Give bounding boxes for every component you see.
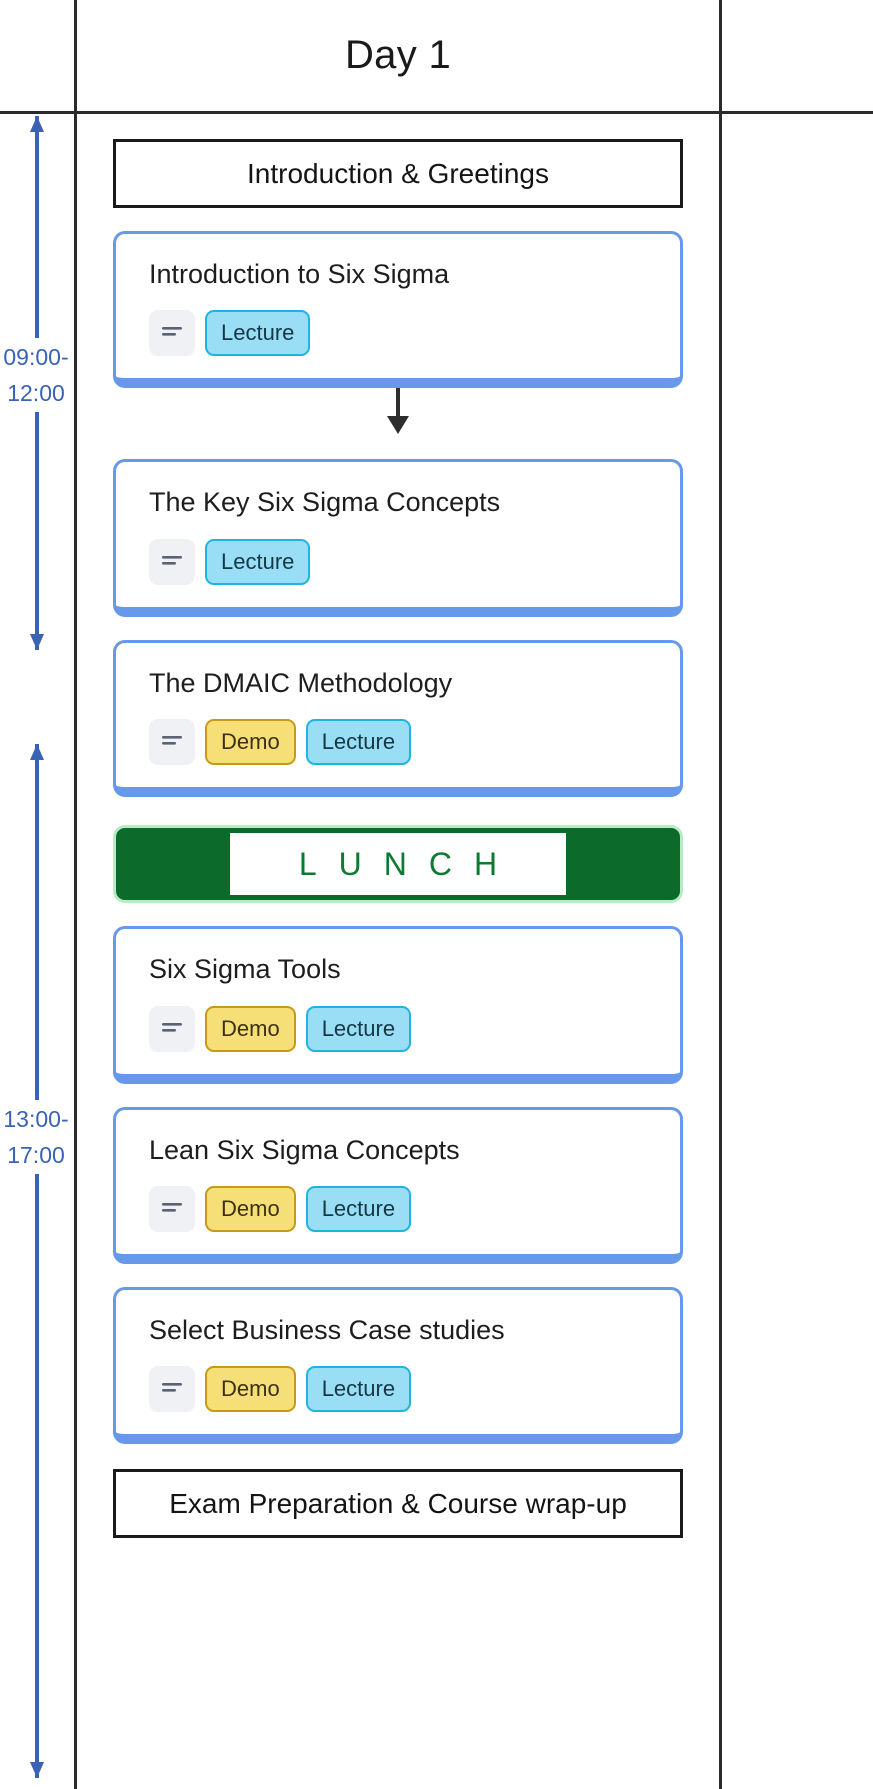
tag-lecture[interactable]: Lecture: [305, 1185, 412, 1232]
session-card-introduction-to-six-sigma[interactable]: Introduction to Six Sigma Lecture: [113, 231, 683, 389]
afternoon-double-arrow: [30, 744, 44, 1778]
tag-lecture[interactable]: Lecture: [205, 538, 311, 585]
session-card-select-business-case-studies[interactable]: Select Business Case studies Demo Lectur…: [113, 1286, 683, 1445]
session-tag-row: Demo Lecture: [149, 719, 647, 766]
session-tag-row: Demo Lecture: [149, 1005, 647, 1052]
bottom-spacer: [77, 1538, 719, 1578]
afternoon-time-label-end: 17:00: [0, 1136, 72, 1174]
session-title: Introduction to Six Sigma: [149, 259, 450, 289]
frame-line-left: [74, 0, 77, 1789]
session-tag-row: Lecture: [149, 538, 647, 585]
time-axis-morning: 09:00- 12:00: [0, 116, 74, 650]
session-title: The Key Six Sigma Concepts: [149, 487, 501, 518]
session-card-the-key-six-sigma-concepts[interactable]: The Key Six Sigma Concepts Lecture: [113, 459, 683, 617]
lunch-inner-box: LUNCH: [230, 833, 566, 896]
tag-demo[interactable]: Demo: [205, 1005, 296, 1052]
tag-demo[interactable]: Demo: [205, 1185, 296, 1232]
arrow-down-icon: [387, 416, 409, 435]
session-tag-row: Demo Lecture: [149, 1366, 647, 1413]
notes-icon: [149, 1366, 195, 1413]
session-title: Six Sigma Tools: [149, 954, 341, 985]
block-introduction-greetings: Introduction & Greetings: [113, 139, 683, 208]
arrow-down-icon: [30, 1762, 44, 1778]
session-title: Select Business Case studies: [149, 1314, 505, 1345]
tag-demo[interactable]: Demo: [205, 1366, 296, 1413]
day-header: Day 1: [77, 0, 719, 111]
session-tag-row: Demo Lecture: [149, 1185, 647, 1232]
arrow-up-icon: [30, 116, 44, 132]
tag-lecture[interactable]: Lecture: [205, 310, 311, 357]
page-title: Day 1: [345, 33, 451, 77]
tag-lecture[interactable]: Lecture: [305, 1005, 412, 1052]
frame-line-right: [719, 0, 722, 1789]
tag-lecture[interactable]: Lecture: [305, 719, 412, 766]
afternoon-axis-line: [35, 744, 39, 1778]
tag-lecture[interactable]: Lecture: [305, 1366, 412, 1413]
session-card-six-sigma-tools[interactable]: Six Sigma Tools Demo Lecture: [113, 926, 683, 1084]
notes-icon: [149, 310, 195, 357]
tag-demo[interactable]: Demo: [205, 719, 296, 766]
session-tag-row: Lecture: [149, 310, 647, 357]
frame-line-header-divider: [0, 111, 873, 114]
session-title: The DMAIC Methodology: [149, 667, 453, 698]
notes-icon: [149, 1005, 195, 1052]
time-axis: 09:00- 12:00 13:00- 17:00: [0, 0, 74, 1789]
notes-icon: [149, 1185, 195, 1232]
lunch-banner: LUNCH: [113, 825, 683, 904]
schedule-column: Introduction & Greetings Introduction to…: [77, 114, 719, 1578]
session-title: Lean Six Sigma Concepts: [149, 1134, 460, 1165]
afternoon-time-label-start: 13:00-: [0, 1100, 72, 1138]
morning-time-label-end: 12:00: [0, 374, 72, 412]
arrow-up-icon: [30, 744, 44, 760]
block-exam-preparation-wrapup: Exam Preparation & Course wrap-up: [113, 1469, 683, 1539]
flow-arrow-connector: [113, 388, 683, 436]
time-axis-afternoon: 13:00- 17:00: [0, 744, 74, 1778]
notes-icon: [149, 719, 195, 766]
session-card-lean-six-sigma-concepts[interactable]: Lean Six Sigma Concepts Demo Lecture: [113, 1106, 683, 1264]
arrow-down-icon: [30, 634, 44, 650]
session-card-the-dmaic-methodology[interactable]: The DMAIC Methodology Demo Lecture: [113, 639, 683, 798]
arrow-stem: [396, 388, 400, 421]
notes-icon: [149, 538, 195, 585]
lunch-label: LUNCH: [298, 845, 520, 882]
morning-time-label-start: 09:00-: [0, 338, 72, 376]
